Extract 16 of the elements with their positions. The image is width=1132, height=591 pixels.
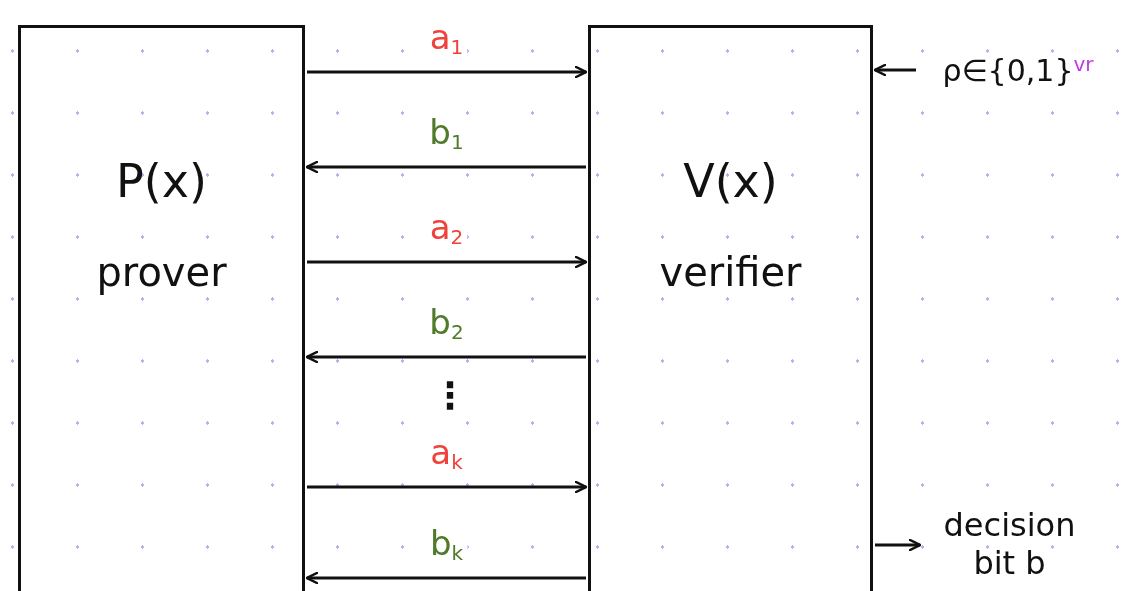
ellipsis-label: ⋮ — [432, 378, 468, 414]
arrow — [307, 65, 588, 79]
arrow — [305, 160, 586, 174]
party-name: V(x) — [683, 158, 778, 204]
arrow — [305, 571, 586, 585]
party-box — [588, 25, 873, 591]
side-label: decision bit b — [942, 505, 1077, 583]
arrow — [307, 255, 588, 269]
arrow — [873, 63, 916, 77]
arrow — [875, 538, 922, 552]
party-box — [18, 25, 305, 591]
side-label: ρ∈{0,1}$^{vr}$ — [942, 50, 1094, 90]
party-name: P(x) — [116, 158, 207, 204]
arrow — [307, 480, 588, 494]
arrow — [305, 350, 586, 364]
role-label: verifier — [659, 252, 802, 292]
